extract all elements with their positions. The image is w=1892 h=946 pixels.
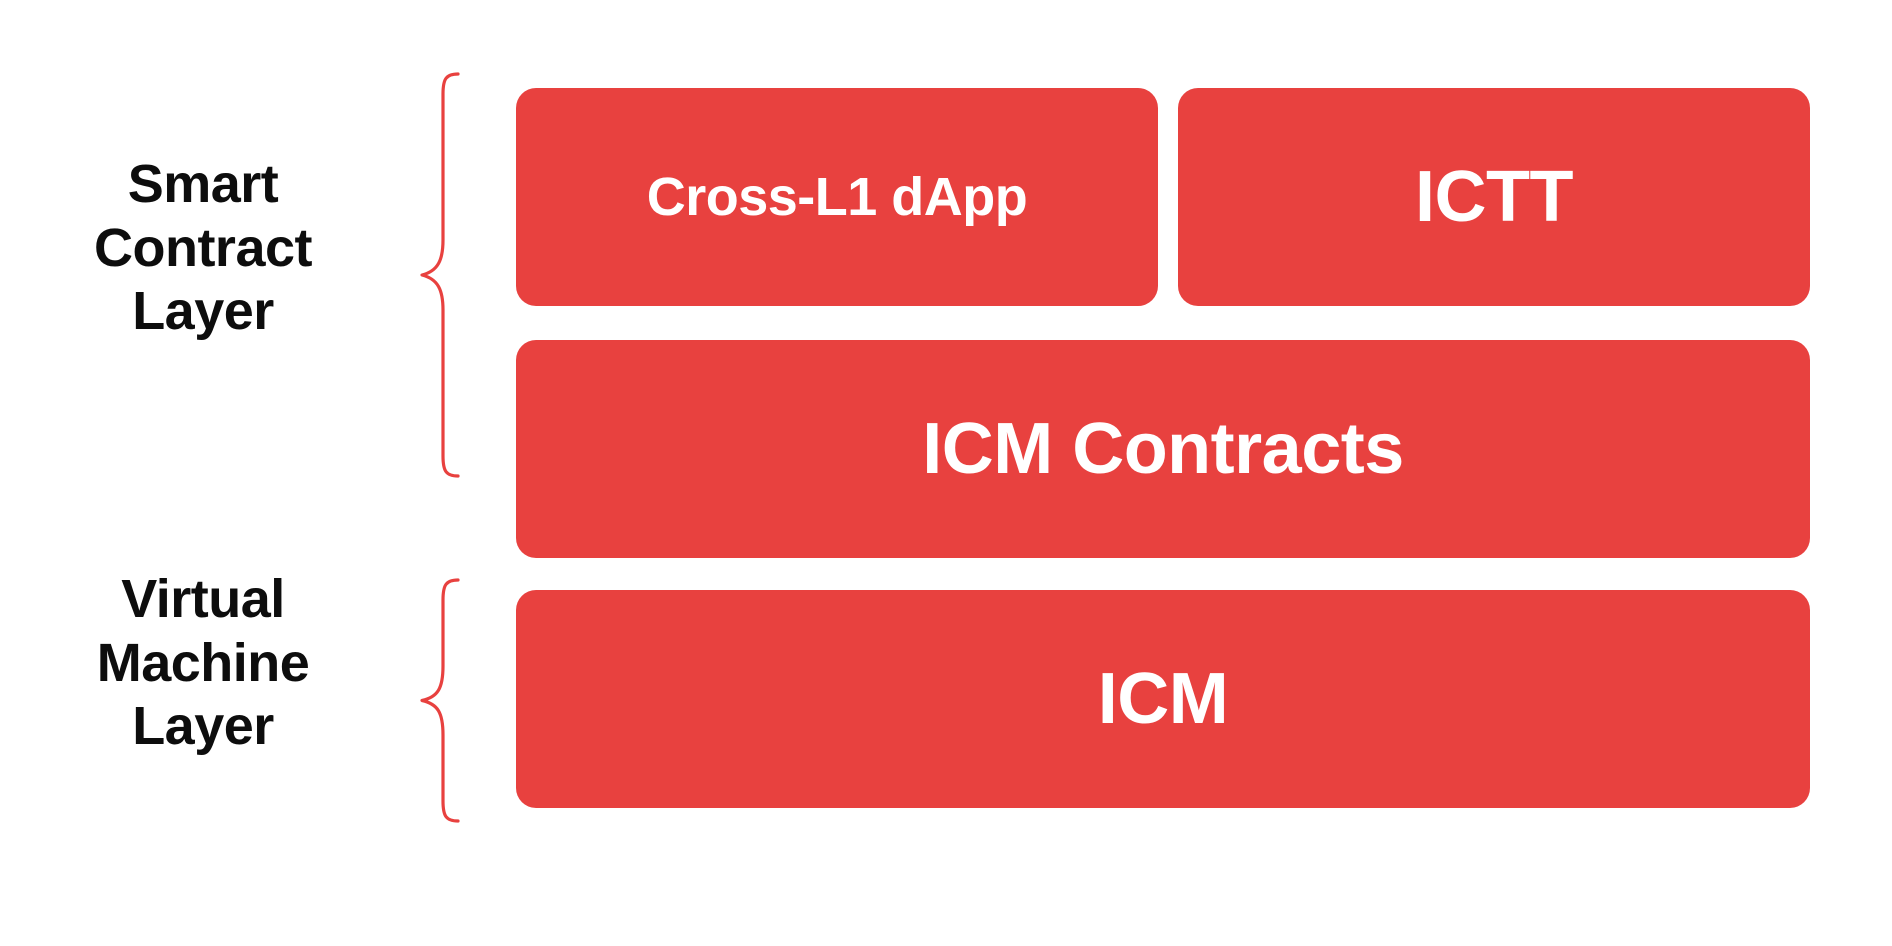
node-box-cross-l1-dapp[interactable]: Cross-L1 dApp <box>516 88 1158 306</box>
node-box-icm-contracts[interactable]: ICM Contracts <box>516 340 1810 558</box>
layer-label-smart-contract: Smart Contract Layer <box>93 154 313 342</box>
curly-brace-smart-contract-icon <box>420 72 460 478</box>
node-box-icm[interactable]: ICM <box>516 590 1810 808</box>
node-label-cross-l1-dapp: Cross-L1 dApp <box>646 167 1028 227</box>
node-box-ictt[interactable]: ICTT <box>1178 88 1810 306</box>
curly-brace-virtual-machine-icon <box>420 578 460 823</box>
layer-label-virtual-machine: Virtual Machine Layer <box>96 569 310 757</box>
node-label-icm-contracts: ICM Contracts <box>922 409 1404 489</box>
node-label-icm: ICM <box>1097 659 1229 739</box>
node-label-ictt: ICTT <box>1415 157 1573 237</box>
